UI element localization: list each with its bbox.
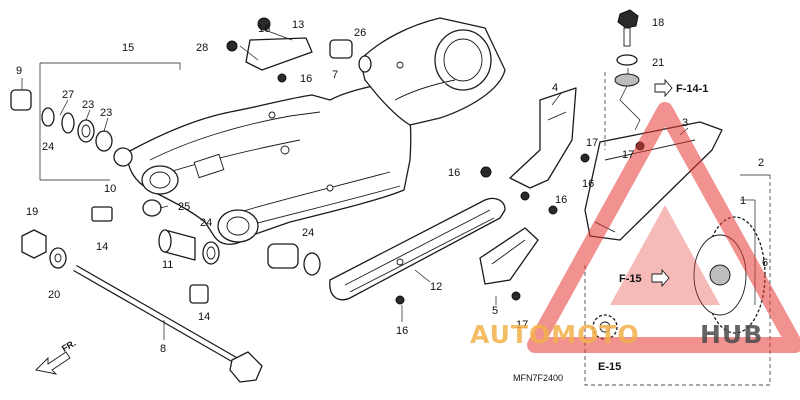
drive-sprocket	[592, 314, 618, 340]
callout-16: 16	[448, 167, 460, 179]
callout-16: 16	[555, 194, 567, 206]
callout-5: 5	[492, 305, 498, 317]
diagram-code: MFN7F2400	[513, 373, 563, 383]
callout-24: 24	[42, 141, 54, 153]
watermark-text-hub: HUB	[700, 320, 763, 349]
callout-6: 6	[762, 257, 768, 269]
callout-24: 24	[200, 217, 212, 229]
callout-16: 16	[396, 325, 408, 337]
callout-17: 17	[586, 137, 598, 149]
reference-labels: F-14-1 F-15 E-15	[598, 78, 708, 373]
swingarm-upper-arm	[359, 17, 506, 126]
callout-28: 28	[196, 42, 208, 54]
callout-23: 23	[100, 107, 112, 119]
drive-chain	[693, 216, 766, 334]
callout-13: 13	[292, 19, 304, 31]
ref-f-15: F-15	[619, 273, 642, 285]
callout-18: 18	[652, 17, 664, 29]
callout-labels: 16 13 28 26 16 7 15 9 27 23 23 24 10 25 …	[16, 17, 768, 355]
callout-11: 11	[162, 259, 173, 271]
callout-17: 17	[516, 319, 528, 331]
callout-17: 17	[622, 149, 634, 161]
chain-guide	[479, 227, 539, 285]
pivot-nut-washer	[21, 229, 67, 269]
rubber-caps	[91, 206, 209, 304]
watermark-triangle	[527, 102, 800, 353]
callout-25: 25	[178, 201, 190, 213]
pivot-axle	[73, 264, 263, 383]
callout-7: 7	[332, 69, 338, 81]
callout-23: 23	[82, 99, 94, 111]
pivot-collars	[158, 229, 321, 276]
chain-bracket	[509, 87, 577, 189]
callout-16: 16	[582, 178, 594, 190]
ref-f-14-1: F-14-1	[676, 83, 708, 95]
watermark-logo: AUTOMOTO HUB	[470, 320, 763, 349]
callout-15: 15	[122, 42, 134, 54]
bolt-stack-right	[614, 9, 641, 131]
callout-27: 27	[62, 89, 74, 101]
callout-1: 1	[740, 195, 746, 207]
callout-19: 19	[26, 206, 38, 218]
chain-slider	[329, 197, 506, 301]
callout-16: 16	[300, 73, 312, 85]
callout-4: 4	[552, 82, 558, 94]
callout-8: 8	[160, 343, 166, 355]
callout-12: 12	[430, 281, 442, 293]
callout-14: 14	[96, 241, 108, 253]
callout-2: 2	[758, 157, 764, 169]
front-label: FR.	[60, 338, 78, 354]
front-indicator: FR.	[35, 338, 78, 375]
callout-26: 26	[354, 27, 366, 39]
callout-21: 21	[652, 57, 664, 69]
callout-20: 20	[48, 289, 60, 301]
group-15-frame	[39, 62, 181, 181]
ref-e-15: E-15	[598, 361, 621, 373]
callout-9: 9	[16, 65, 22, 77]
callout-3: 3	[682, 117, 688, 129]
bearing-stack-left	[10, 89, 162, 217]
callout-10: 10	[104, 183, 116, 195]
sensor-bracket	[226, 17, 372, 83]
callout-24: 24	[302, 227, 314, 239]
callout-14: 14	[198, 311, 210, 323]
callout-16: 16	[258, 23, 270, 35]
small-bolts	[395, 141, 645, 305]
swingarm-body	[127, 83, 412, 245]
watermark-text-automoto: AUTOMOTO	[470, 320, 640, 349]
